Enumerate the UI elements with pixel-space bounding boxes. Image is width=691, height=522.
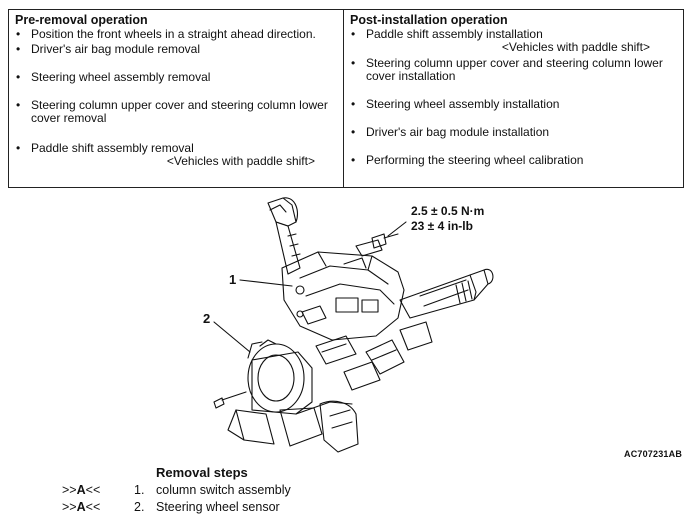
pre-removal-item: • Steering column upper cover and steeri… [16,98,328,125]
step-reference: >>A<< [62,500,101,514]
removal-step-row: >>A<< 2. Steering wheel sensor [62,500,280,514]
vehicle-note: <Vehicles with paddle shift> [166,154,315,168]
left-lever-stalk [267,197,301,275]
pre-removal-item: • Steering wheel assembly removal [16,70,211,84]
post-installation-item: • Driver's air bag module installation [351,125,550,139]
post-installation-heading: Post-installation operation [350,13,508,27]
step-number: 1. [134,483,145,497]
right-lever-stalk [399,268,494,319]
bullet-icon: • [351,27,356,41]
column-switch-illustration [213,197,494,453]
bullet-icon: • [16,42,21,56]
torque-screw [371,233,399,249]
sensor-screw [213,391,247,409]
torque-imperial: 23 ± 4 in-lb [411,219,473,233]
connector-cluster [315,321,433,453]
post-installation-column: Post-installation operation • Paddle shi… [344,10,683,187]
bullet-icon: • [16,27,21,41]
pre-removal-item: • Driver's air bag module removal [16,42,201,56]
bullet-icon: • [351,125,356,139]
steering-wheel-sensor [227,339,353,447]
torque-metric: 2.5 ± 0.5 N·m [411,204,485,218]
bullet-icon: • [16,70,21,84]
bullet-icon: • [16,141,21,155]
post-installation-item: • Paddle shift assembly installation <Ve… [350,28,672,54]
leader-line-torque [387,221,407,237]
operations-table: Pre-removal operation • Position the fro… [8,9,684,188]
bullet-icon: • [16,98,21,112]
callout-label-2: 2 [203,311,211,326]
step-reference: >>A<< [62,483,101,497]
torque-spec: 2.5 ± 0.5 N·m 23 ± 4 in-lb [411,204,484,234]
bullet-icon: • [351,153,356,167]
bullet-icon: • [351,97,356,111]
post-installation-item: • Steering column upper cover and steeri… [351,56,663,83]
step-label: column switch assembly [156,483,291,497]
bullet-icon: • [351,56,356,70]
callout-label-1: 1 [229,272,237,287]
removal-step-row: >>A<< 1. column switch assembly [62,483,291,497]
step-number: 2. [134,500,145,514]
pre-removal-heading: Pre-removal operation [15,13,148,27]
leader-line-1 [239,279,293,287]
post-installation-item: • Performing the steering wheel calibrat… [351,153,584,167]
figure-code: AC707231AB [624,449,683,459]
pre-removal-item: • Paddle shift assembly removal <Vehicle… [15,142,337,168]
switch-body [281,239,405,341]
step-label: Steering wheel sensor [156,500,280,514]
removal-steps-title: Removal steps [156,465,248,480]
vehicle-note: <Vehicles with paddle shift> [501,40,650,54]
post-installation-item: • Steering wheel assembly installation [351,97,560,111]
pre-removal-column: Pre-removal operation • Position the fro… [9,10,344,187]
leader-line-2 [213,321,251,353]
pre-removal-item: • Position the front wheels in a straigh… [16,27,316,41]
